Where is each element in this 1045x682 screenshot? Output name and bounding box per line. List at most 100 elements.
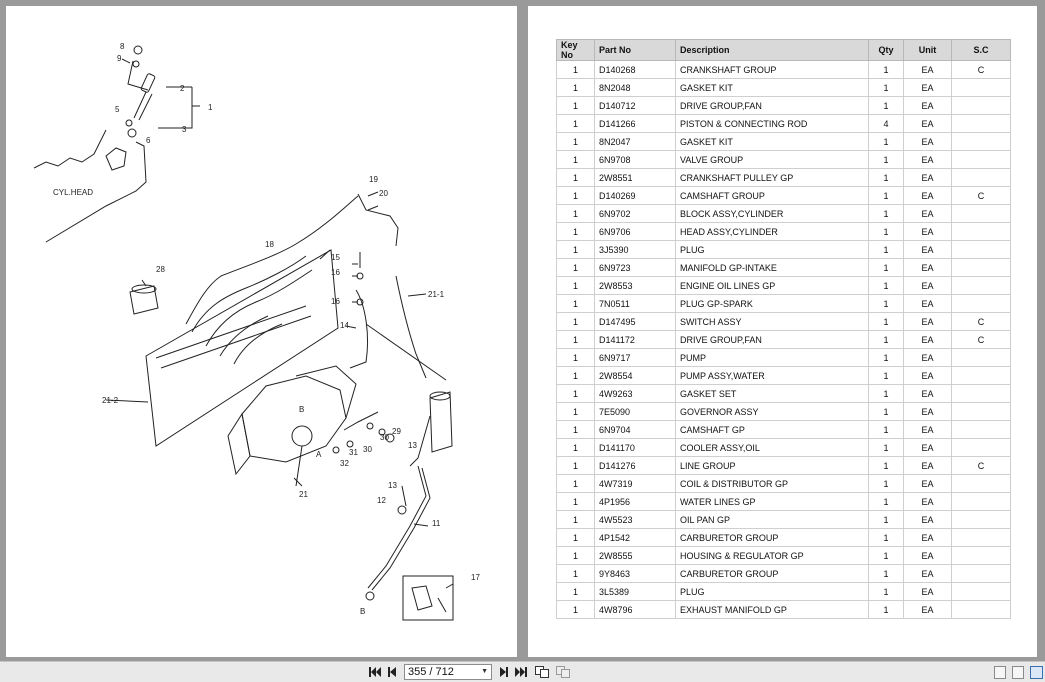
cell-part-no: D140268	[594, 60, 676, 79]
cell-unit: EA	[903, 564, 952, 583]
cell-description: MANIFOLD GP-INTAKE	[675, 258, 869, 277]
cell-unit: EA	[903, 474, 952, 493]
cell-key-no: 1	[556, 456, 595, 475]
two-page-view-icon[interactable]	[1030, 666, 1043, 679]
cell-part-no: 4P1956	[594, 492, 676, 511]
cell-qty: 1	[868, 564, 904, 583]
diagram-label: 2	[180, 84, 185, 93]
diagram-label: 20	[379, 189, 388, 198]
cell-key-no: 1	[556, 60, 595, 79]
cell-sc	[951, 528, 1011, 547]
cell-key-no: 1	[556, 546, 595, 565]
diagram-label: 29	[392, 427, 401, 436]
cell-sc	[951, 96, 1011, 115]
cell-sc	[951, 492, 1011, 511]
cell-description: HEAD ASSY,CYLINDER	[675, 222, 869, 241]
parts-table: Key No Part No Description Qty Unit S.C …	[556, 39, 1011, 619]
cell-sc	[951, 420, 1011, 439]
cell-unit: EA	[903, 294, 952, 313]
cell-sc	[951, 240, 1011, 259]
cell-qty: 1	[868, 168, 904, 187]
cell-sc	[951, 132, 1011, 151]
cell-key-no: 1	[556, 564, 595, 583]
prev-page-icon[interactable]	[385, 665, 399, 679]
cell-part-no: 4W7319	[594, 474, 676, 493]
diagram-page: 8 9 2 1 5 6 3 CYL.HEAD 19 20 18 15 16 16…	[6, 6, 517, 657]
diagram-label: 6	[146, 136, 151, 145]
last-page-icon[interactable]	[514, 665, 528, 679]
cell-key-no: 1	[556, 276, 595, 295]
parts-list-page: Key No Part No Description Qty Unit S.C …	[528, 6, 1037, 657]
cell-qty: 1	[868, 132, 904, 151]
cell-unit: EA	[903, 60, 952, 79]
cell-qty: 1	[868, 438, 904, 457]
cell-qty: 1	[868, 366, 904, 385]
cell-description: VALVE GROUP	[675, 150, 869, 169]
cell-unit: EA	[903, 150, 952, 169]
cell-part-no: 8N2047	[594, 132, 676, 151]
cell-sc	[951, 348, 1011, 367]
cell-qty: 1	[868, 96, 904, 115]
next-page-icon[interactable]	[497, 665, 511, 679]
cell-key-no: 1	[556, 78, 595, 97]
cell-description: COIL & DISTRIBUTOR GP	[675, 474, 869, 493]
diagram-label: 5	[115, 105, 120, 114]
cell-key-no: 1	[556, 384, 595, 403]
cell-qty: 1	[868, 582, 904, 601]
diagram-label: 18	[265, 240, 274, 249]
cell-qty: 1	[868, 240, 904, 259]
cell-sc	[951, 366, 1011, 385]
diagram-label: 15	[331, 253, 340, 262]
cell-key-no: 1	[556, 150, 595, 169]
cell-sc	[951, 564, 1011, 583]
diagram-label: 21	[299, 490, 308, 499]
diagram-label: 16	[331, 268, 340, 277]
cell-part-no: D141170	[594, 438, 676, 457]
cell-unit: EA	[903, 510, 952, 529]
cell-description: PUMP	[675, 348, 869, 367]
cell-part-no: D147495	[594, 312, 676, 331]
cell-description: BLOCK ASSY,CYLINDER	[675, 204, 869, 223]
cell-qty: 1	[868, 150, 904, 169]
cell-unit: EA	[903, 186, 952, 205]
diagram-label: 8	[120, 42, 125, 51]
page-number-select[interactable]: 355 / 712 ▼	[404, 664, 492, 680]
cell-part-no: 3J5390	[594, 240, 676, 259]
cell-key-no: 1	[556, 96, 595, 115]
cell-key-no: 1	[556, 600, 595, 619]
diagram-label: 3	[182, 125, 187, 134]
cell-sc	[951, 222, 1011, 241]
cell-key-no: 1	[556, 402, 595, 421]
cell-description: PUMP ASSY,WATER	[675, 366, 869, 385]
go-forward-icon[interactable]	[556, 665, 570, 679]
cell-part-no: D141266	[594, 114, 676, 133]
cell-part-no: 4P1542	[594, 528, 676, 547]
diagram-label: 31	[349, 448, 358, 457]
cell-unit: EA	[903, 168, 952, 187]
cell-description: ENGINE OIL LINES GP	[675, 276, 869, 295]
cell-sc	[951, 204, 1011, 223]
cell-unit: EA	[903, 366, 952, 385]
cell-part-no: 4W8796	[594, 600, 676, 619]
header-unit: Unit	[903, 39, 952, 61]
cell-sc	[951, 168, 1011, 187]
cell-part-no: D141276	[594, 456, 676, 475]
cell-unit: EA	[903, 546, 952, 565]
diagram-label: 16	[331, 297, 340, 306]
cell-sc	[951, 294, 1011, 313]
first-page-icon[interactable]	[368, 665, 382, 679]
single-page-view-icon[interactable]	[994, 666, 1006, 679]
cell-unit: EA	[903, 420, 952, 439]
continuous-view-icon[interactable]	[1012, 666, 1024, 679]
cell-description: COOLER ASSY,OIL	[675, 438, 869, 457]
go-back-icon[interactable]	[535, 665, 549, 679]
